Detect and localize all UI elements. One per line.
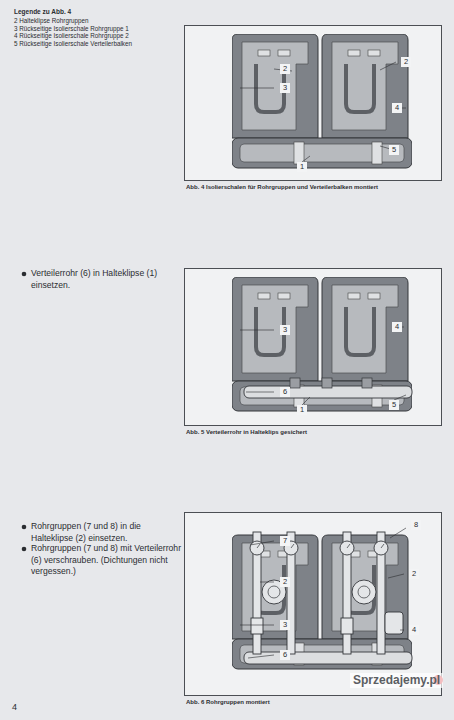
callout-number: 7 [280,536,290,546]
callout-number: 5 [389,400,399,410]
callout-number: 4 [392,103,402,113]
callout-number: 6 [280,650,290,660]
callout-number: 6 [280,387,290,397]
callout-number: 1 [297,162,307,172]
callout-number: 8 [411,520,421,530]
callout-number: 3 [280,325,290,335]
watermark: Sprzedajemy.pl [350,673,443,688]
callout-number: 5 [389,145,399,155]
instruction-text: Rohrgruppen (7 und 8) mit Verteilerrohr … [31,543,181,578]
legend-title: Legende zu Abb. 4 [14,8,71,16]
callout-number: 4 [392,322,402,332]
instruction-text: Rohrgruppen (7 und 8) in die Halteklipse… [31,521,181,544]
callout-number: 4 [409,625,419,635]
callout-number: 2 [280,577,290,587]
figure-caption: Abb. 4 Isolierschalen für Rohrgruppen un… [186,184,378,192]
callout-number: 2 [401,57,411,67]
legend-entry: 5 Rückseitige Isolierschale Verteilerbal… [14,40,132,48]
instruction-text: Verteilerrohr (6) in Halteklipse (1) ein… [31,268,181,291]
legend-entry: 4 Rückseitige Isolierschale Rohrgruppe 2 [14,32,129,40]
callout-number: 2 [409,569,419,579]
callout-number: 1 [297,405,307,415]
legend-entry: 3 Rückseitige Isolierschale Rohrgruppe 1 [14,25,129,33]
page-number: 4 [12,702,17,713]
callout-number: 3 [280,83,290,93]
callout-number: 2 [280,64,290,74]
figure-caption: Abb. 5 Verteilerrohr in Halteklips gesic… [186,429,307,437]
callout-number: 3 [280,620,290,630]
figure-caption: Abb. 6 Rohrgruppen montiert [186,699,270,707]
legend-entry: 2 Halteklipse Rohrgruppen [14,17,89,25]
